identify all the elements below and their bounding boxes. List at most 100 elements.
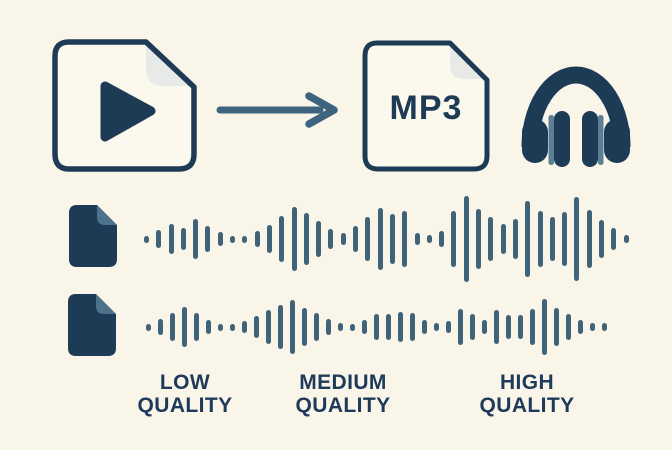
mp3-file-label: MP3: [389, 89, 463, 127]
waveform-bar: [328, 229, 334, 249]
waveform-bar: [439, 231, 445, 247]
waveform-bar: [537, 211, 543, 267]
waveform-bar: [170, 313, 175, 341]
audio-file-icon-top: [69, 205, 117, 267]
waveform-bar: [230, 235, 236, 243]
waveform-bar: [494, 310, 499, 344]
waveform-bar: [365, 217, 371, 261]
waveform-bar: [206, 320, 211, 334]
waveform-bar: [389, 214, 395, 264]
waveform-bar: [410, 313, 415, 341]
mp3-file-icon: [362, 40, 490, 172]
waveform-bar: [512, 219, 518, 259]
waveform-bar: [446, 321, 451, 333]
waveform-bar: [146, 323, 151, 331]
waveform-bar: [303, 213, 309, 265]
waveform-bar: [386, 314, 391, 340]
waveform-bar: [242, 235, 248, 243]
right-earcup: [604, 119, 630, 163]
play-icon: [100, 81, 156, 142]
waveform-bar: [217, 232, 223, 246]
waveform-bar: [611, 228, 617, 250]
waveform-bar: [602, 323, 607, 331]
waveform-bar: [374, 314, 379, 340]
waveform-bar: [598, 220, 604, 258]
waveform-bar: [278, 305, 283, 349]
waveform-bar: [590, 323, 595, 331]
waveform-bar: [314, 313, 319, 341]
waveform-bar: [377, 208, 383, 270]
waveform-bar: [488, 217, 494, 261]
waveform-bar: [578, 320, 583, 334]
folded-corner: [97, 205, 117, 225]
waveform-bar: [463, 196, 469, 282]
waveform-bar: [290, 300, 295, 354]
left-earcup-accent: [548, 115, 554, 165]
waveform-bar: [586, 210, 592, 268]
waveform-bar: [194, 313, 199, 341]
waveform-bar: [242, 321, 247, 333]
waveform-bar: [193, 219, 199, 259]
audio-file-icon-bottom: [68, 294, 116, 356]
headphones-icon: [521, 66, 631, 167]
video-file-icon: [52, 39, 197, 172]
waveform-bar: [414, 233, 420, 245]
waveform-bar: [218, 323, 223, 331]
waveform-bar: [574, 197, 580, 281]
waveform-bar: [482, 320, 487, 334]
waveform-bar: [326, 319, 331, 335]
waveform-bar: [254, 231, 260, 247]
waveform-bar: [266, 225, 272, 253]
right-earcup-accent: [598, 115, 604, 165]
waveform-bar: [205, 226, 211, 252]
waveform-bar: [168, 224, 174, 254]
waveform-bar: [144, 235, 149, 243]
waveform-bar: [470, 314, 475, 340]
waveform-bar: [182, 307, 187, 347]
waveform-bar: [518, 315, 523, 339]
waveform-bar: [266, 310, 271, 344]
left-earpad: [554, 111, 570, 167]
waveform-bar: [350, 323, 355, 331]
waveform-bar: [426, 235, 432, 243]
waveform-bar: [353, 226, 359, 252]
label-medium-quality: MEDIUM QUALITY: [295, 371, 391, 417]
label-high-quality: HIGH QUALITY: [479, 371, 575, 417]
waveform-bar: [434, 323, 439, 331]
waveform-bar: [158, 319, 163, 335]
file-body: [69, 205, 117, 267]
waveform-bar: [340, 233, 346, 245]
waveform-bar: [338, 323, 343, 331]
waveform-bar: [623, 235, 629, 243]
waveform-bar: [549, 217, 555, 261]
label-low-quality: LOW QUALITY: [137, 371, 233, 417]
waveform-bar: [362, 320, 367, 334]
waveform-bar: [506, 315, 511, 339]
left-earcup: [522, 119, 548, 163]
waveform-bar: [562, 212, 568, 266]
waveform-bar: [156, 230, 162, 248]
waveform-bar: [230, 323, 235, 331]
waveform-bar: [500, 224, 506, 254]
folded-corner: [96, 294, 116, 314]
waveform-bar: [402, 211, 408, 267]
waveform-bar: [566, 314, 571, 340]
waveform-bar: [279, 216, 285, 262]
waveform-bar: [254, 316, 259, 338]
file-outline: [362, 40, 490, 172]
right-earpad: [582, 111, 598, 167]
waveform-bar: [476, 209, 482, 269]
right-arrow-icon: [216, 92, 338, 128]
waveform-bar: [316, 221, 322, 257]
file-body: [68, 294, 116, 356]
waveform-bar: [542, 299, 547, 355]
waveform-bar: [422, 320, 427, 334]
waveform-bar: [554, 308, 559, 346]
waveform-bar: [180, 228, 186, 250]
waveform-bar: [291, 207, 297, 271]
waveform-bar: [302, 308, 307, 346]
waveform-top: [144, 195, 629, 283]
headband: [521, 66, 631, 148]
waveform-bar: [458, 309, 463, 345]
